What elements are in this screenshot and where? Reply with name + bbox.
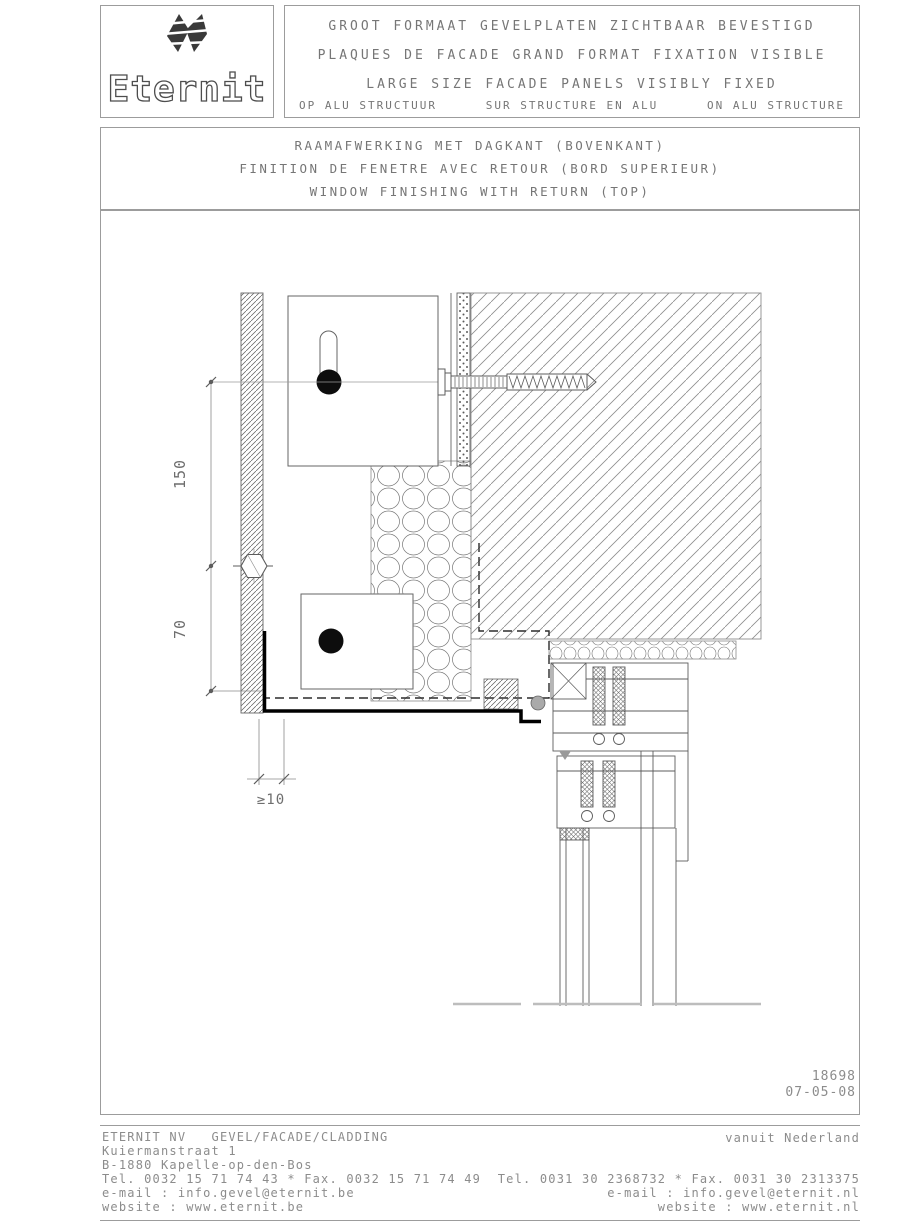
footer-phone-nl: Tel. 0031 30 2368732 * Fax. 0031 30 2313… [497,1171,860,1186]
dim-label-150: 150 [171,459,189,489]
backer-rod [530,695,546,711]
insulation-batt [370,460,472,702]
subtitle-nl: RAAMAFWERKING MET DAGKANT (BOVENKANT) [294,138,666,153]
structure-label-fr: SUR STRUCTURE EN ALU [485,99,659,112]
structure-label-en: ON ALU STRUCTURE [707,99,845,112]
footer-address-nl: Tel. 0031 30 2368732 * Fax. 0031 30 2313… [497,1171,860,1215]
thermal-break [612,666,626,726]
title-line-en: LARGE SIZE FACADE PANELS VISIBLY FIXED [366,77,778,92]
subtitle-en: WINDOW FINISHING WITH RETURN (TOP) [309,184,651,199]
structure-label-nl: OP ALU STRUCTUUR [299,99,437,112]
facade-panel-return [240,292,264,714]
drawing-area: 150 70 ≥10 [100,210,860,1115]
structure-row: OP ALU STRUCTUUR SUR STRUCTURE EN ALU ON… [285,99,859,121]
gap-dimension: ≥10 [247,719,296,808]
footer-street: Kuiermanstraat 1 [102,1143,237,1158]
thermal-break [580,760,594,808]
rivet-dot [318,628,344,654]
bottom-border-line [100,1220,860,1221]
footer-address-be: ETERNIT NV GEVEL/FACADE/CLADDING Kuierma… [102,1130,482,1214]
wall-section-hatch [470,292,762,640]
membrane-dashed-line [264,543,550,699]
logo-wordmark: Eternit [108,69,267,110]
footer-note-nl: vanuit Nederland [725,1131,860,1145]
glazing-lines [559,827,590,1006]
panel-return-edge [262,631,541,724]
upper-fixing-profile [287,295,439,467]
title-line-nl: GROOT FORMAAT GEVELPLATEN ZICHTBAAR BEVE… [328,19,816,34]
vertical-dimension: 150 70 [171,376,263,697]
footer: ETERNIT NV GEVEL/FACADE/CLADDING Kuierma… [100,1130,860,1217]
dim-label-gap: ≥10 [257,792,285,808]
subtitle-fr: FINITION DE FENETRE AVEC RETOUR (BORD SU… [239,161,721,176]
footer-phone-be: Tel. 0032 15 71 74 43 * Fax. 0032 15 71 … [102,1171,482,1186]
frame-projection-lines [640,751,689,1006]
drawing-date: 07-05-08 [785,1085,856,1100]
hex-anchor [233,549,273,583]
angle-profile-hatched [483,678,519,710]
title-block: GROOT FORMAAT GEVELPLATEN ZICHTBAAR BEVE… [284,5,860,118]
eternit-logo: Eternit [107,14,267,111]
subtitle-block: RAAMAFWERKING MET DAGKANT (BOVENKANT) FI… [100,127,860,210]
footer-divider [100,1125,860,1126]
dim-label-70: 70 [171,619,189,639]
logo-box: Eternit [100,5,274,118]
title-line-fr: PLAQUES DE FACADE GRAND FORMAT FIXATION … [317,48,827,63]
drawing-number-block: 18698 07-05-08 [700,1069,856,1101]
eternit-leaf-icon [162,14,212,52]
thermal-break [592,666,606,726]
footer-website-be: website : www.eternit.be [102,1199,305,1214]
footer-email-nl: e-mail : info.gevel@eternit.nl [607,1185,860,1200]
blocking-x-box [550,662,587,700]
gasket [559,751,571,760]
footer-email-be: e-mail : info.gevel@eternit.be [102,1185,355,1200]
lower-fixing-profile [300,593,414,690]
joint-tape-strip [548,640,737,660]
footer-city: B-1880 Kapelle-op-den-Bos [102,1157,313,1172]
window-frame [552,662,689,1006]
thermal-break [602,760,616,808]
section-detail-drawing: 150 70 ≥10 [171,292,762,1006]
anchor-screw [211,368,597,396]
drawing-number: 18698 [811,1069,856,1084]
footer-company: ETERNIT NV GEVEL/FACADE/CLADDING [102,1130,389,1144]
footer-website-nl: website : www.eternit.nl [657,1199,860,1214]
